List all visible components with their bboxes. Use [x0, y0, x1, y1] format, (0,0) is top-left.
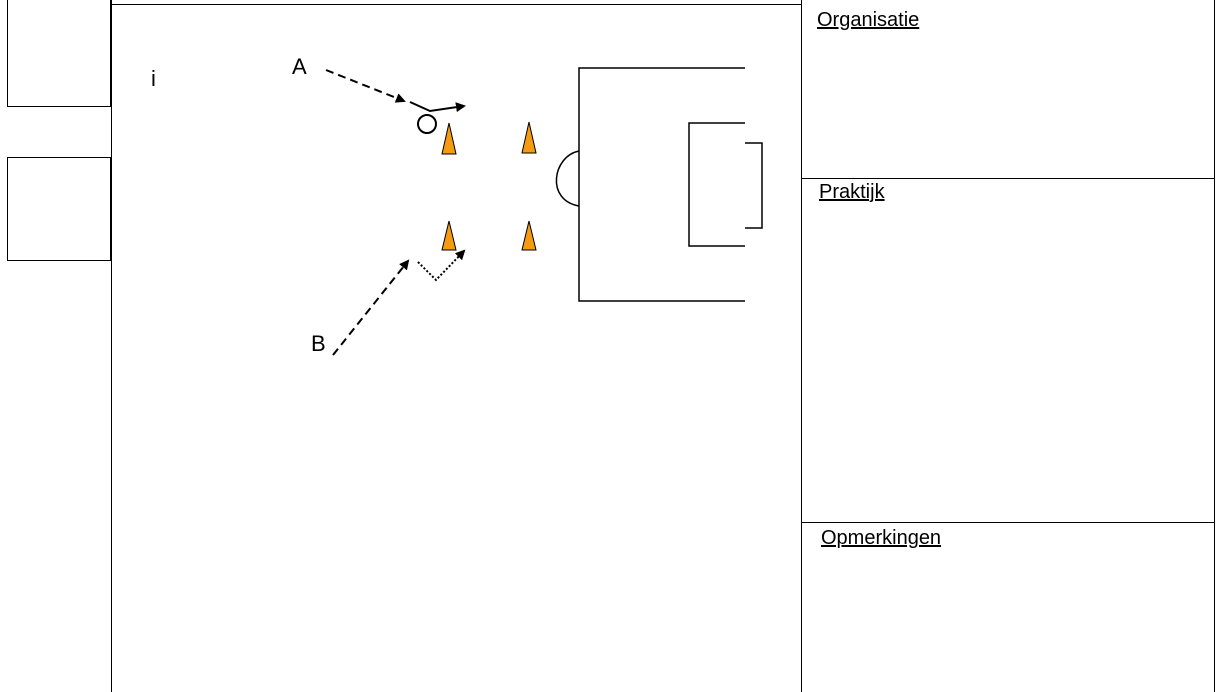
goal-box — [688, 122, 745, 247]
praktijk-title: Praktijk — [819, 181, 885, 203]
opmerkingen-title: Opmerkingen — [821, 527, 942, 549]
cone-bottom-right — [521, 220, 537, 251]
field-top-border — [111, 4, 801, 5]
panel-divider-1 — [801, 178, 1214, 179]
cone-top-right — [521, 121, 537, 154]
cursor-mark: i — [151, 66, 156, 91]
organisatie-title: Organisatie — [817, 9, 920, 31]
player-a-run-arrow — [325, 69, 406, 103]
goal-area — [555, 67, 763, 302]
panel-right-border — [1214, 0, 1215, 692]
cone-top-left — [441, 122, 457, 155]
goal-line — [745, 142, 763, 229]
player-a-label: A — [292, 54, 307, 79]
player-b-movement — [332, 249, 466, 356]
player-a-pass-arrow — [409, 101, 466, 113]
cone-bottom-left — [441, 220, 457, 251]
penalty-arc — [555, 150, 580, 207]
player-b-dribble-arrow — [417, 249, 466, 282]
field-left-border — [111, 0, 112, 692]
left-bottom-box — [7, 157, 111, 261]
player-b-run-arrow — [332, 259, 410, 356]
ball — [417, 114, 437, 134]
player-b-label: B — [311, 331, 326, 356]
panel-divider-2 — [801, 522, 1214, 523]
panel-left-border — [801, 0, 802, 692]
cones — [441, 121, 537, 251]
left-top-box — [7, 0, 111, 107]
penalty-box — [578, 67, 745, 302]
player-a-movement — [325, 69, 466, 134]
